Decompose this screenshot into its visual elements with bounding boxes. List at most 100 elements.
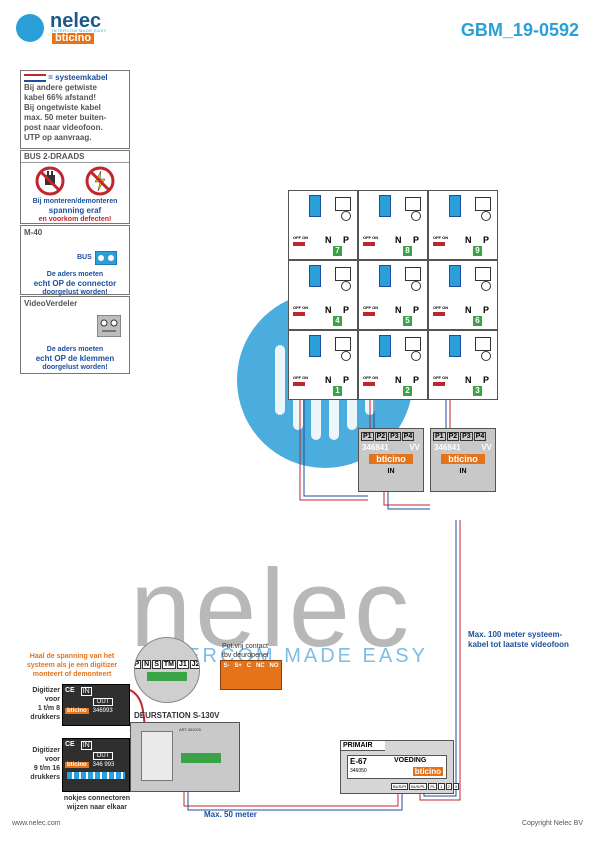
digitizer-label-line: drukkers — [30, 714, 60, 721]
handset-screen-icon — [335, 267, 351, 281]
digitizer-label-line: voor — [44, 756, 60, 763]
vv1-port: P2 — [374, 432, 388, 441]
handset-screen-icon — [335, 337, 351, 351]
handset-screen-icon — [405, 337, 421, 351]
connector-line: nokjes connectoren — [63, 795, 131, 802]
watermark-tagline: INTERCOM MADE EASY — [145, 645, 428, 667]
off-on-slider — [293, 382, 305, 386]
n-label: N — [325, 305, 332, 315]
vv1-in: IN — [387, 468, 395, 475]
handset-button-icon — [481, 351, 491, 361]
p-label: P — [413, 235, 420, 245]
handset-screen-icon — [405, 197, 421, 211]
logo-partner: bticino — [52, 33, 95, 44]
legend-bus-warning: spanning eraf — [48, 206, 102, 215]
off-on-slider — [433, 242, 445, 246]
off-on-slider — [293, 242, 305, 246]
handset-button-icon — [341, 351, 351, 361]
digitizer-out: OUT — [93, 698, 113, 706]
off-on-slider — [433, 382, 445, 386]
relay-line: tbv deuropener — [222, 652, 270, 659]
nelec-logo-icon — [16, 14, 44, 42]
legend-vv-note: echt OP de klemmen — [35, 354, 115, 363]
n-label: N — [395, 305, 402, 315]
digitizer-ce: CE — [65, 741, 75, 748]
vv2-brand: bticino — [441, 454, 485, 464]
vv1-port: P4 — [401, 432, 415, 441]
digitizer-1: CE IN OUT bticino 346993 — [62, 684, 130, 726]
voltage-line: systeem als je een digitizer — [26, 662, 118, 669]
digitizer-label-line: drukkers — [30, 774, 60, 781]
logo-brand: nelec — [50, 10, 102, 32]
videophone-unit: OFF ON N P 3 — [428, 330, 498, 400]
m40-connector-icon — [449, 265, 461, 287]
digitizer-label-line: 1 t/m 8 — [37, 705, 60, 712]
vv2-ports: P1 P2 P3 P4 — [431, 429, 495, 441]
digitizer-label-line: Digitizer — [32, 747, 60, 754]
vv1-ports: P1 P2 P3 P4 — [359, 429, 423, 441]
videophone-unit: OFF ON N P 9 — [428, 190, 498, 260]
power-terminal: 3 — [452, 783, 459, 790]
power-terminal: PL — [428, 783, 438, 790]
off-on-switch: OFF ON — [363, 235, 379, 240]
legend-m40-note: doorgelust worden! — [42, 289, 108, 296]
relay-line: Pot.vrij contact — [222, 643, 268, 650]
legend-cable-title: = systeemkabel — [48, 73, 108, 82]
relay-terminal: S- — [223, 663, 230, 669]
p-label: P — [483, 235, 490, 245]
power-supply: PRIMAIR E-67 VOEDING 346050 bticino BUS/… — [340, 740, 459, 794]
door-station: ART.351000 — [130, 722, 240, 792]
apartment-number: 6 — [473, 316, 482, 326]
logo-tagline: INTERCOM MADE EASY — [52, 28, 107, 33]
apartment-number: 7 — [333, 246, 342, 256]
footer-website: www.nelec.com — [12, 820, 61, 827]
m40-connector-icon — [95, 251, 117, 265]
videophone-unit: OFF ON N P 7 — [288, 190, 358, 260]
max100-line: Max. 100 meter systeem- — [468, 630, 563, 639]
videoverdeler-2: P1 P2 P3 P4 346841 VV bticino IN — [430, 428, 496, 492]
off-on-slider — [293, 312, 305, 316]
m40-connector-icon — [309, 265, 321, 287]
cable-swatch-icon — [24, 73, 46, 82]
vv2-code: 346841 — [434, 443, 461, 452]
digitizer-2: CE IN OUT bticino 346 993 — [62, 738, 130, 792]
apartment-number: 2 — [403, 386, 412, 396]
no-plug-icon — [35, 166, 65, 196]
relay-terminal: C — [246, 663, 252, 669]
n-label: N — [465, 375, 472, 385]
legend-cable-line: post naar videofoon. — [24, 123, 103, 132]
handset-button-icon — [481, 281, 491, 291]
legend-m40-note: De aders moeten — [46, 271, 104, 278]
power-terminal: 1 — [438, 783, 445, 790]
m40-connector-icon — [379, 335, 391, 357]
n-label: N — [465, 305, 472, 315]
p-label: P — [343, 305, 350, 315]
off-on-slider — [363, 242, 375, 246]
m40-connector-icon — [379, 265, 391, 287]
legend-cable-line: Bij ongetwiste kabel — [24, 103, 101, 112]
off-on-switch: OFF ON — [433, 375, 449, 380]
m40-connector-icon — [309, 335, 321, 357]
off-on-switch: OFF ON — [363, 375, 379, 380]
off-on-switch: OFF ON — [293, 375, 309, 380]
digitizer-in: IN — [80, 687, 92, 696]
vv1-brand: bticino — [369, 454, 413, 464]
handset-screen-icon — [335, 197, 351, 211]
legend-bus-warning: en voorkom defecten! — [38, 216, 112, 223]
p-label: P — [343, 375, 350, 385]
vv1-port: P1 — [361, 432, 374, 441]
handset-button-icon — [411, 351, 421, 361]
voltage-note: Haal de spanning van het systeem als je … — [20, 652, 124, 679]
videophone-unit: OFF ON N P 1 — [288, 330, 358, 400]
p-label: P — [413, 305, 420, 315]
apartment-number: 1 — [333, 386, 342, 396]
handset-screen-icon — [475, 337, 491, 351]
off-on-switch: OFF ON — [433, 305, 449, 310]
digitizer-code: 346 993 — [92, 762, 115, 768]
handset-button-icon — [341, 211, 351, 221]
digitizer-label-line: Digitizer — [32, 687, 60, 694]
off-on-switch: OFF ON — [293, 305, 309, 310]
p-label: P — [483, 305, 490, 315]
power-voeding: VOEDING — [394, 757, 427, 764]
